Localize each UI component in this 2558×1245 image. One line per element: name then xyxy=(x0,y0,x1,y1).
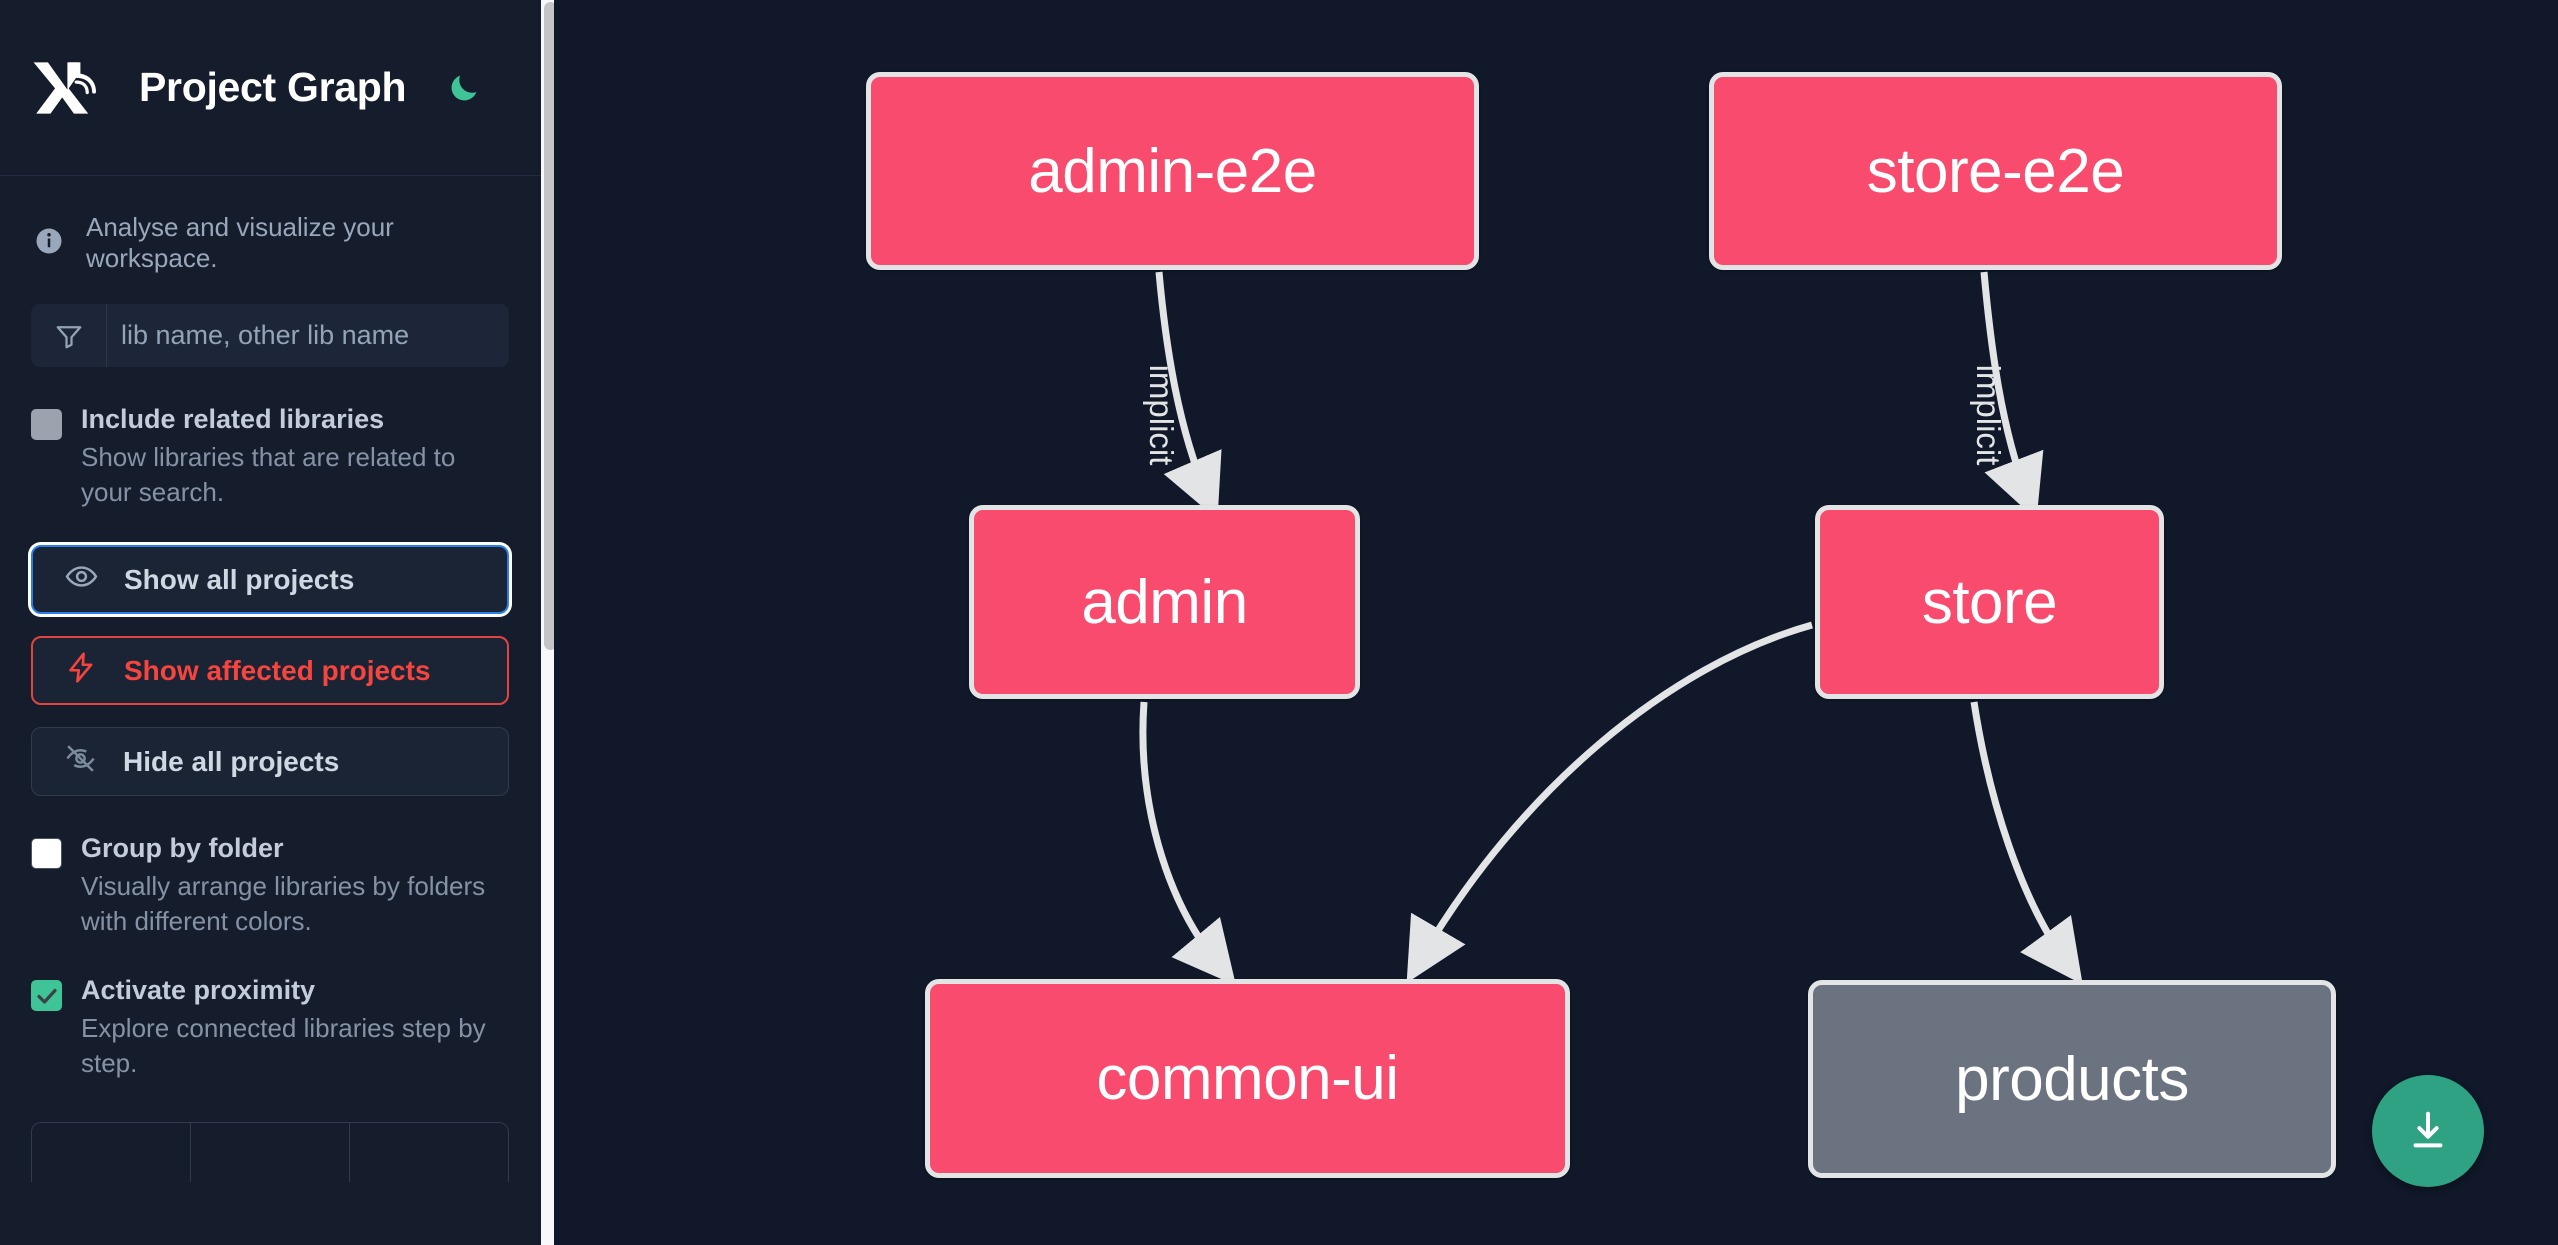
sidebar-header: Project Graph xyxy=(0,0,541,176)
node-label: admin xyxy=(1081,567,1248,637)
graph-node-admin[interactable]: admin xyxy=(969,505,1360,699)
checkbox-group-by-folder[interactable] xyxy=(31,838,62,870)
show-all-projects-label: Show all projects xyxy=(124,563,355,595)
option-activate-proximity[interactable]: Activate proximity Explore connected lib… xyxy=(0,938,541,1080)
sidebar-info-text: Analyse and visualize your workspace. xyxy=(86,212,394,273)
option-label: Activate proximity xyxy=(81,975,316,1006)
node-label: store-e2e xyxy=(1866,136,2125,206)
hide-all-projects-label: Hide all projects xyxy=(123,745,340,777)
download-graph-button[interactable] xyxy=(2372,1075,2484,1187)
hide-all-projects-button[interactable]: Hide all projects xyxy=(31,727,509,797)
segmented-control-partial xyxy=(0,1080,541,1183)
page-title: Project Graph xyxy=(139,64,407,110)
show-affected-projects-label: Show affected projects xyxy=(124,654,431,686)
sidebar: Project Graph Analyse and visualize your… xyxy=(0,0,559,1245)
edge-store-e2e-to-store xyxy=(1980,271,2044,520)
moon-icon[interactable] xyxy=(441,65,487,111)
option-description: Explore connected libraries step by step… xyxy=(81,1013,486,1078)
search-box[interactable] xyxy=(31,304,509,367)
sidebar-info: Analyse and visualize your workspace. xyxy=(0,176,541,274)
eye-off-icon xyxy=(64,742,97,782)
edge-admin-e2e-to-admin xyxy=(1155,271,1222,520)
graph-edges: implicit implicit xyxy=(1139,271,2083,986)
node-label: store xyxy=(1921,567,2058,637)
eye-icon xyxy=(65,560,98,600)
option-include-related-libraries[interactable]: Include related libraries Show libraries… xyxy=(0,367,541,509)
graph-canvas[interactable]: implicit implicit admin-e2e store-e2e ad… xyxy=(559,0,2558,1245)
search-section xyxy=(0,274,541,367)
edge-label-implicit-store: implicit xyxy=(1970,365,2007,466)
edge-label-implicit-admin: implicit xyxy=(1143,365,1180,466)
graph-node-products[interactable]: products xyxy=(1808,980,2336,1178)
segmented-control[interactable] xyxy=(31,1122,509,1183)
lightning-bolt-icon xyxy=(65,651,98,691)
option-description: Visually arrange libraries by folders wi… xyxy=(81,871,486,936)
graph-node-store-e2e[interactable]: store-e2e xyxy=(1709,72,2282,270)
nx-logo-icon xyxy=(31,57,109,119)
option-label: Include related libraries xyxy=(81,404,385,434)
graph-node-common-ui[interactable]: common-ui xyxy=(925,979,1570,1178)
show-affected-projects-button[interactable]: Show affected projects xyxy=(31,636,509,706)
segment-3[interactable] xyxy=(350,1123,508,1182)
node-label: common-ui xyxy=(1096,1044,1399,1113)
node-label: products xyxy=(1955,1044,2189,1114)
filter-funnel-icon xyxy=(31,304,107,367)
segment-2[interactable] xyxy=(191,1123,350,1183)
info-circle-icon xyxy=(34,226,64,261)
graph-node-store[interactable]: store xyxy=(1815,505,2164,699)
node-label: admin-e2e xyxy=(1028,136,1317,206)
option-label: Group by folder xyxy=(81,833,284,864)
segment-1[interactable] xyxy=(32,1123,191,1183)
sidebar-scroll-content: Project Graph Analyse and visualize your… xyxy=(0,0,541,1245)
graph-node-admin-e2e[interactable]: admin-e2e xyxy=(866,72,1479,270)
checkbox-activate-proximity[interactable] xyxy=(31,980,62,1012)
edge-store-to-common-ui xyxy=(1406,621,1813,983)
show-all-projects-button[interactable]: Show all projects xyxy=(31,545,509,615)
sidebar-right-edge xyxy=(554,0,559,1245)
checkbox-include-related-libraries[interactable] xyxy=(31,409,62,440)
option-description: Show libraries that are related to your … xyxy=(81,441,456,507)
search-input[interactable] xyxy=(107,304,509,367)
option-group-by-folder[interactable]: Group by folder Visually arrange librari… xyxy=(0,796,541,938)
project-visibility-buttons: Show all projects Show affected projects xyxy=(0,509,541,797)
edge-store-to-products xyxy=(1970,701,2083,985)
sidebar-scrollbar-thumb[interactable] xyxy=(544,2,557,650)
edge-admin-to-common-ui xyxy=(1139,701,1236,986)
